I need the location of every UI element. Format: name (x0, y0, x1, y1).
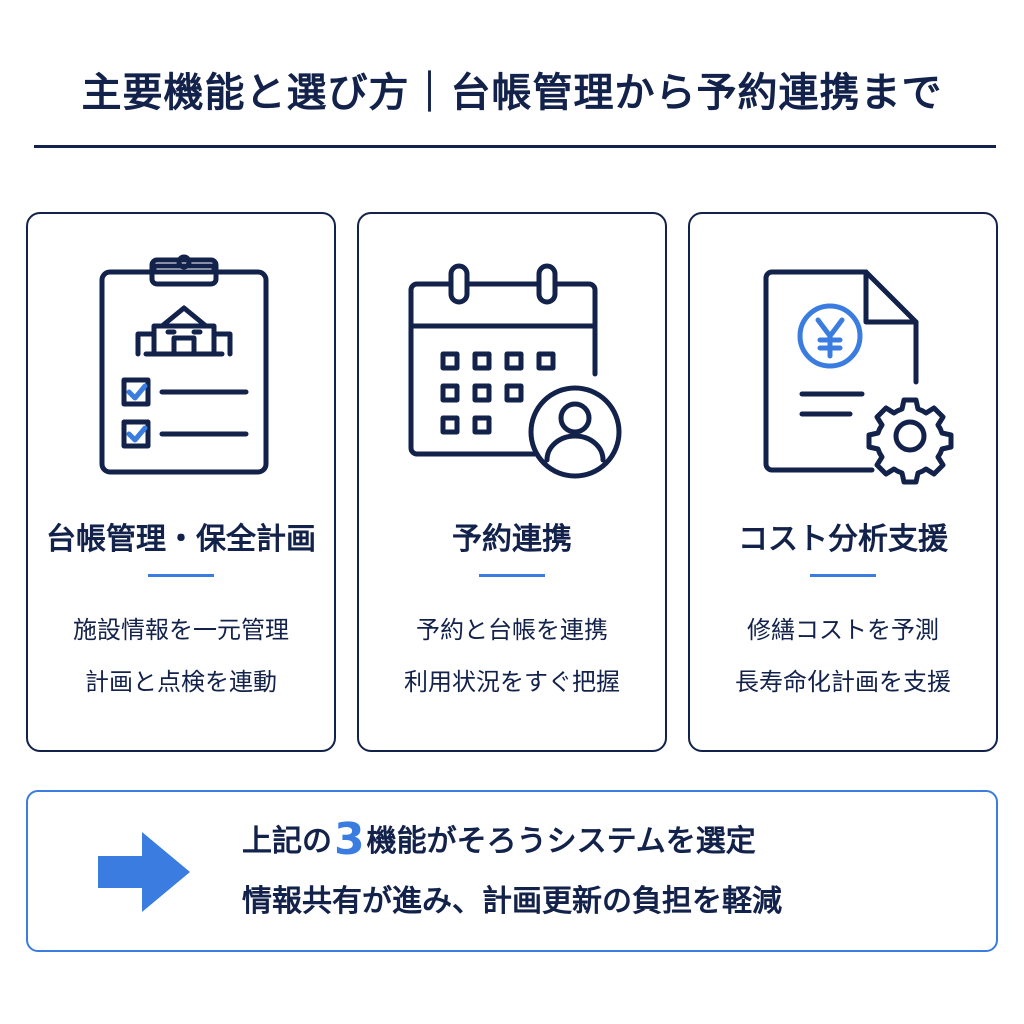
yen-document-gear-icon (720, 250, 970, 500)
feature-card-ledger: 台帳管理・保全計画 施設情報を一元管理 計画と点検を連動 (26, 212, 336, 752)
clipboard-building-checklist-icon (58, 250, 308, 500)
feature-card-reservation: 予約連携 予約と台帳を連携 利用状況をすぐ把握 (357, 212, 667, 752)
card-title: 予約連携 (452, 522, 572, 557)
card-title: コスト分析支援 (738, 522, 948, 557)
card-accent-bar (148, 574, 214, 577)
card-description: 修繕コストを予測 (747, 616, 939, 644)
page-title: 主要機能と選び方｜台帳管理から予約連携まで (81, 70, 943, 116)
card-description: 施設情報を一元管理 (73, 616, 289, 644)
card-title: 台帳管理・保全計画 (46, 522, 316, 557)
summary-box: 上記の3機能がそろうシステムを選定 情報共有が進み、計画更新の負担を軽減 (26, 790, 998, 952)
card-description: 予約と台帳を連携 (416, 616, 608, 644)
feature-card-cost: コスト分析支援 修繕コストを予測 長寿命化計画を支援 (688, 212, 998, 752)
card-accent-bar (810, 574, 876, 577)
summary-line-1: 上記の3機能がそろうシステムを選定 (242, 814, 756, 865)
summary-text: 機能がそろうシステムを選定 (366, 824, 756, 859)
card-accent-bar (479, 574, 545, 577)
title-divider (34, 145, 996, 148)
arrow-right-icon (94, 822, 194, 922)
summary-text: 上記の (242, 824, 332, 859)
highlight-number: 3 (334, 814, 365, 865)
summary-line-2: 情報共有が進み、計画更新の負担を軽減 (242, 884, 782, 919)
card-description: 長寿命化計画を支援 (735, 668, 951, 696)
card-description: 利用状況をすぐ把握 (404, 668, 620, 696)
calendar-user-icon (389, 250, 639, 500)
card-description: 計画と点検を連動 (85, 668, 277, 696)
